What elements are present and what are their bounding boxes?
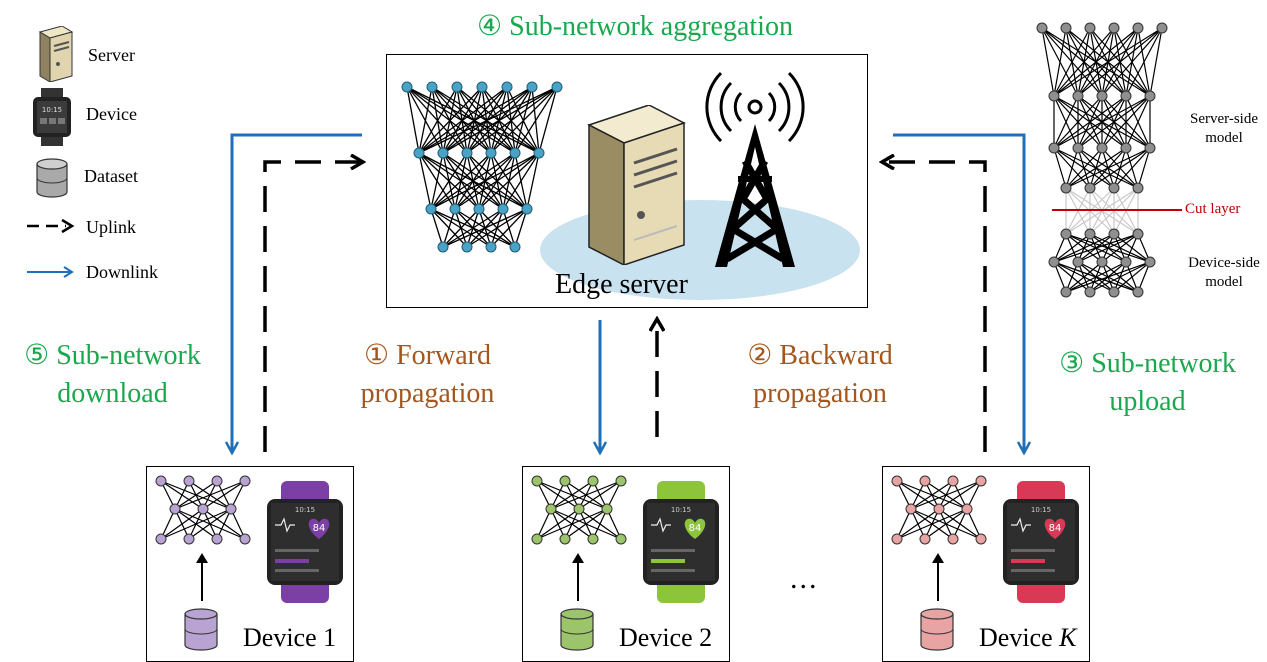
downlink-arrow-left [232,133,362,452]
heart-icon [1044,518,1066,539]
watch-icon: 10:15 84 [1003,481,1079,603]
downlink-legend-arrow [27,266,74,278]
device-box-2: 10:15 84 Device 2 [522,466,730,662]
step-backward-line2: propagation [753,378,887,409]
legend: Server 10:15 Device Dataset Uplink Downl… [26,26,206,296]
step-upload-label: ③ Sub-network upload [1035,345,1260,421]
svg-text:10:15: 10:15 [42,106,62,114]
step-download-label: ⑤ Sub-network download [0,337,225,413]
database-icon [920,608,954,651]
heart-icon [684,518,706,539]
step-upload-line1: ③ Sub-network [1059,348,1236,379]
legend-server-label: Server [88,45,135,65]
downlink-arrow-right [893,133,1024,452]
watch-icon: 10:15 84 [267,481,343,603]
device-label-k: K [1059,623,1077,652]
device-neural-network [891,475,987,545]
device-label: Device K [979,623,1076,653]
svg-text:10:15: 10:15 [295,506,315,514]
server-neural-network [401,81,563,253]
ellipsis: ... [790,562,819,595]
upward-arrow [572,553,584,601]
server-side-line2: model [1205,130,1243,146]
server-icon [587,105,686,265]
step-aggregation-label: ④ Sub-network aggregation [477,11,793,42]
step-upload-line2: upload [1109,386,1186,417]
svg-text:84: 84 [313,523,326,534]
legend-uplink-label: Uplink [86,217,137,237]
server-side-line1: Server-side [1189,111,1258,127]
server-icon [38,26,74,82]
cell-tower-icon [705,71,805,267]
cut-layer-label: Cut layer [1185,201,1241,217]
svg-text:84: 84 [689,523,702,534]
upward-arrow [196,553,208,601]
edge-server-box: Edge server [386,54,868,308]
watch-icon: 10:15 [33,88,71,146]
svg-text:84: 84 [1049,523,1062,534]
step-forward-line1: ① Forward [364,340,491,371]
device-side-model-label: Device-side model [1178,254,1267,292]
database-icon [36,158,68,198]
watch-icon: 10:15 84 [643,481,719,603]
uplink-arrow-right [883,162,987,452]
uplink-legend-arrow [27,218,75,234]
upward-arrow [932,553,944,601]
device-neural-network [155,475,251,545]
step-forward-label: ① Forward propagation [335,337,520,413]
step-download-line1: ⑤ Sub-network [24,340,201,371]
uplink-arrow-left [263,162,362,452]
split-model-network [1036,22,1168,298]
step-download-line2: download [57,378,168,409]
neural-network-icon [401,81,563,253]
device-neural-network [531,475,627,545]
svg-text:10:15: 10:15 [1031,506,1051,514]
device-box-1: 10:15 84 Device 1 [146,466,354,662]
server-side-model-label: Server-side model [1178,110,1267,148]
heart-icon [308,518,330,539]
device-side-line1: Device-side [1188,255,1260,271]
legend-dataset-label: Dataset [84,166,138,186]
step-backward-label: ② Backward propagation [725,337,915,413]
device-label: Device 1 [243,623,337,652]
step-forward-line2: propagation [360,378,495,409]
step-backward-line1: ② Backward [747,340,893,371]
device-label-prefix: Device [979,623,1060,652]
svg-text:10:15: 10:15 [671,506,691,514]
device-side-line2: model [1205,274,1243,290]
device-label: Device 2 [619,623,713,652]
database-icon [184,608,218,651]
database-icon [560,608,594,651]
legend-downlink-label: Downlink [86,262,158,282]
split-model: Server-side model Cut layer Device-side … [1030,14,1267,304]
legend-device-label: Device [86,104,137,124]
cut-layer-line [1052,209,1182,211]
device-box-k: 10:15 84 Device K [882,466,1090,662]
edge-server-label: Edge server [555,269,688,300]
